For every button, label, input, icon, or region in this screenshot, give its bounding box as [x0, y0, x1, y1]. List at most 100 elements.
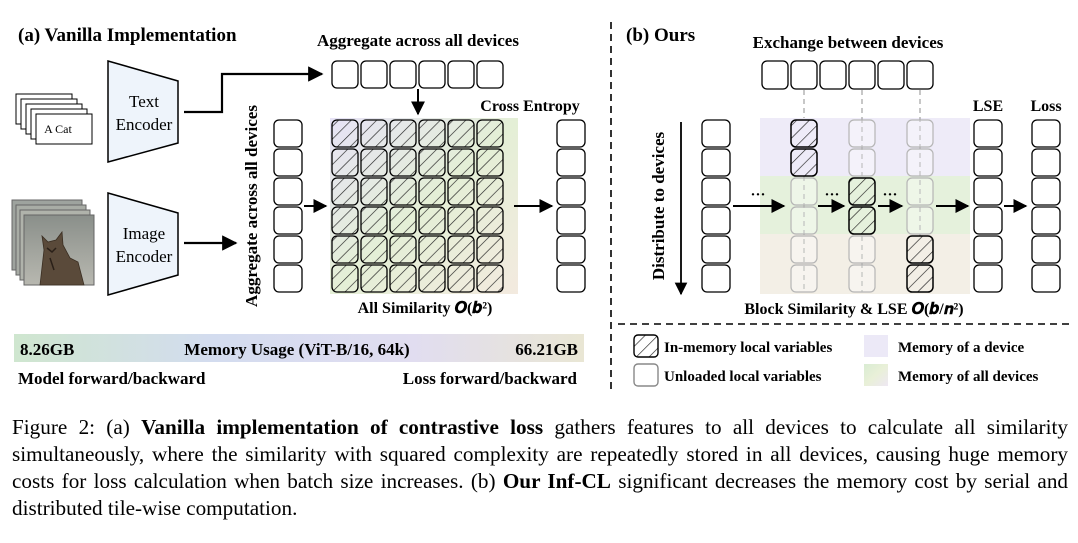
similarity-cell: [476, 264, 504, 293]
similarity-cell: [447, 148, 475, 177]
similarity-cell: [389, 206, 417, 235]
panel-a-top-row: [331, 60, 504, 89]
memory-left-value: 8.26GB: [20, 340, 74, 359]
lse-label: LSE: [973, 98, 1003, 115]
similarity-cell: [360, 264, 388, 293]
aggregate-top-label: Aggregate across all devices: [317, 31, 519, 50]
similarity-cell: [476, 206, 504, 235]
similarity-cell: [360, 177, 388, 206]
text-cards-stack: A Cat: [15, 93, 93, 145]
panel-b-title: (b) Ours: [626, 25, 695, 46]
similarity-cell: [389, 177, 417, 206]
figure-diagram: (a) Vanilla Implementation Aggregate acr…: [11, 22, 1070, 392]
similarity-cell: [389, 264, 417, 293]
similarity-cell: [331, 119, 359, 148]
memory-right-value: 66.21GB: [515, 340, 578, 359]
panel-a-left-column: [273, 119, 303, 293]
legend-unloaded-swatch: [633, 363, 659, 387]
block-cell-in-memory: [848, 177, 876, 206]
model-forward-label: Model forward/backward: [18, 369, 206, 388]
panel-b-block-grid: [790, 119, 934, 293]
similarity-cell: [447, 264, 475, 293]
block-cell-unloaded: [906, 119, 934, 148]
similarity-cell: [418, 264, 446, 293]
panel-a-similarity-grid: [330, 118, 518, 294]
similarity-cell: [476, 119, 504, 148]
block-cell-unloaded: [906, 206, 934, 235]
block-cell-in-memory: [790, 148, 818, 177]
block-cell-unloaded: [906, 148, 934, 177]
legend-device-memory-label: Memory of a device: [898, 340, 1025, 356]
similarity-cell: [331, 264, 359, 293]
figure-caption: Figure 2: (a) Vanilla implementation of …: [12, 414, 1068, 522]
legend-all-memory-swatch: [864, 364, 888, 386]
memory-usage-bar: 8.26GB Memory Usage (ViT-B/16, 64k) 66.2…: [14, 334, 584, 362]
memory-title: Memory Usage (ViT-B/16, 64k): [184, 340, 409, 359]
block-cell-unloaded: [906, 177, 934, 206]
block-cell-unloaded: [790, 206, 818, 235]
panel-a-title: (a) Vanilla Implementation: [18, 25, 237, 46]
similarity-cell: [447, 119, 475, 148]
loss-column: [1031, 119, 1061, 293]
caption-part-2: gathers features to all devices to calcu…: [12, 415, 1068, 493]
similarity-cell: [331, 148, 359, 177]
ellipsis-2: ···: [824, 187, 839, 203]
similarity-cell: [418, 206, 446, 235]
similarity-cell: [389, 119, 417, 148]
text-encoder: Text Encoder: [107, 60, 179, 163]
legend-in-memory-swatch: [633, 334, 659, 358]
ellipsis-3: ···: [882, 187, 897, 203]
block-cell-unloaded: [848, 235, 876, 264]
similarity-cell: [331, 235, 359, 264]
all-similarity-label: All Similarity 𝑶(𝒃²): [358, 300, 493, 317]
legend-all-memory-label: Memory of all devices: [898, 369, 1039, 385]
exchange-label: Exchange between devices: [753, 33, 944, 52]
block-cell-unloaded: [790, 264, 818, 293]
similarity-cell: [447, 235, 475, 264]
legend-unloaded-label: Unloaded local variables: [664, 369, 822, 385]
text-encoder-arrow: [184, 66, 324, 114]
similarity-cell: [476, 235, 504, 264]
similarity-cell: [418, 148, 446, 177]
similarity-cell: [418, 235, 446, 264]
block-similarity-label: Block Similarity & LSE 𝑶(𝒃/𝒏²): [744, 301, 963, 318]
distribute-label: Distribute to devices: [649, 131, 668, 280]
block-cell-unloaded: [848, 148, 876, 177]
similarity-cell: [331, 177, 359, 206]
legend-device-memory-swatch: [864, 335, 888, 357]
panel-b-top-row: [761, 60, 934, 90]
caption-bold-1: Vanilla implementation of contrastive lo…: [141, 415, 544, 439]
panel-b-dashed-guides: [803, 90, 921, 292]
block-cell-in-memory: [790, 119, 818, 148]
similarity-cell: [476, 177, 504, 206]
panel-b-left-column: [701, 119, 731, 293]
text-card-label: A Cat: [44, 122, 72, 136]
image-encoder-line1: Image: [123, 224, 165, 243]
similarity-cell: [447, 206, 475, 235]
block-cell-unloaded: [848, 264, 876, 293]
cross-entropy-label: Cross Entropy: [480, 98, 579, 115]
caption-part-3: significant decreases the memory cost by…: [12, 469, 1069, 520]
legend-in-memory-label: In-memory local variables: [664, 340, 832, 356]
caption-bold-2: Our Inf-CL: [502, 469, 611, 493]
image-encoder-line2: Encoder: [116, 247, 173, 266]
similarity-cell: [360, 235, 388, 264]
similarity-cell: [389, 235, 417, 264]
similarity-cell: [360, 119, 388, 148]
similarity-cell: [360, 148, 388, 177]
cat-image-stack: [11, 199, 95, 286]
panel-a-ce-column: [556, 119, 586, 293]
similarity-cell: [331, 206, 359, 235]
block-cell-in-memory: [906, 235, 934, 264]
loss-forward-label: Loss forward/backward: [403, 369, 578, 388]
block-cell-in-memory: [906, 264, 934, 293]
lse-column: [973, 119, 1003, 293]
block-cell-unloaded: [848, 119, 876, 148]
block-cell-unloaded: [790, 235, 818, 264]
similarity-cell: [418, 119, 446, 148]
legend: In-memory local variables Unloaded local…: [633, 334, 1039, 387]
block-cell-unloaded: [790, 177, 818, 206]
loss-label: Loss: [1030, 98, 1061, 115]
text-encoder-line1: Text: [129, 92, 159, 111]
aggregate-side-label: Aggregate across all devices: [242, 105, 261, 307]
